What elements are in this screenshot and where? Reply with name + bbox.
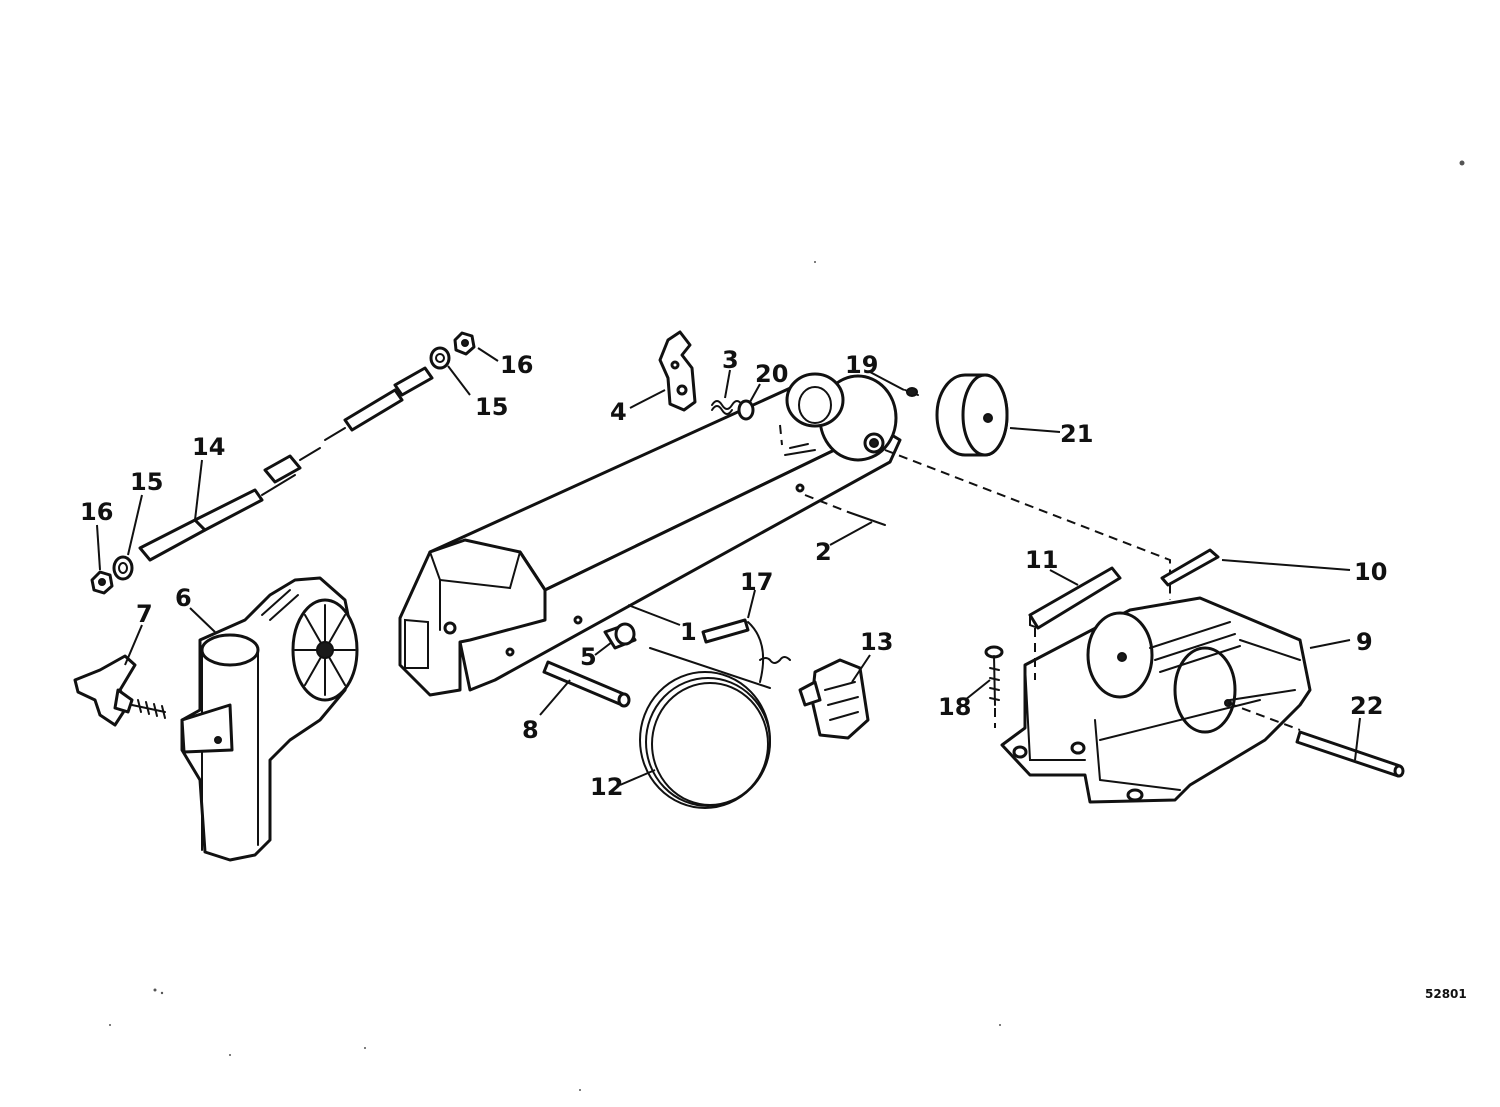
callout-9: 9	[1356, 628, 1373, 656]
part-22-pin	[1295, 730, 1405, 778]
callout-16-left: 16	[80, 498, 113, 526]
leader-lines	[96, 347, 1361, 786]
callout-6: 6	[175, 584, 192, 612]
callout-10: 10	[1354, 558, 1387, 586]
part-11-bar	[1028, 566, 1122, 680]
part-4-hook	[658, 330, 697, 412]
assembly-line-hook	[779, 424, 783, 446]
callout-20: 20	[755, 360, 788, 388]
part-5-sleeve	[603, 622, 637, 650]
callout-15-right: 15	[475, 393, 508, 421]
part-2-pin	[804, 494, 886, 526]
part-20-ring	[737, 399, 755, 421]
callout-18: 18	[938, 693, 971, 721]
part-7-knob	[73, 654, 166, 727]
callout-21: 21	[1060, 420, 1093, 448]
callout-8: 8	[522, 716, 539, 744]
callout-19: 19	[845, 351, 878, 379]
part-18-screw	[984, 645, 1004, 728]
callout-3: 3	[722, 346, 739, 374]
callout-17: 17	[740, 568, 773, 596]
part-16-nut-left	[90, 570, 114, 595]
callout-labels: 1 2 3 4 5 6 7 8 9 10 11 12 13 14 15 15 1…	[80, 346, 1387, 801]
callout-1: 1	[680, 618, 697, 646]
callout-5: 5	[580, 643, 597, 671]
callout-22: 22	[1350, 692, 1383, 720]
callout-13: 13	[860, 628, 893, 656]
part-10-bar	[1160, 548, 1220, 587]
part-14-rod	[138, 366, 434, 562]
callout-14: 14	[192, 433, 225, 461]
part-3-spring	[711, 400, 743, 415]
part-19-screw	[904, 387, 919, 397]
part-15-washer-left	[112, 555, 134, 581]
callout-7: 7	[136, 600, 153, 628]
callout-11: 11	[1025, 546, 1058, 574]
assembly-line-pivot	[884, 449, 1171, 600]
part-1-arm	[398, 372, 902, 697]
part-8-pin	[542, 660, 631, 708]
callout-2: 2	[815, 538, 832, 566]
callout-15-left: 15	[130, 468, 163, 496]
figure-number: 52801	[1425, 987, 1467, 1001]
scan-specks	[109, 160, 1465, 1091]
callout-4: 4	[610, 398, 627, 426]
part-9-base	[1000, 596, 1312, 804]
part-15-washer-right	[429, 346, 451, 370]
part-17-clip	[701, 618, 765, 683]
callout-12: 12	[590, 773, 623, 801]
part-16-nut-right	[453, 331, 476, 356]
part-21-roller	[935, 373, 1009, 457]
part-12-cable	[639, 647, 791, 809]
callout-16-right: 16	[500, 351, 533, 379]
part-6-housing	[180, 576, 359, 862]
